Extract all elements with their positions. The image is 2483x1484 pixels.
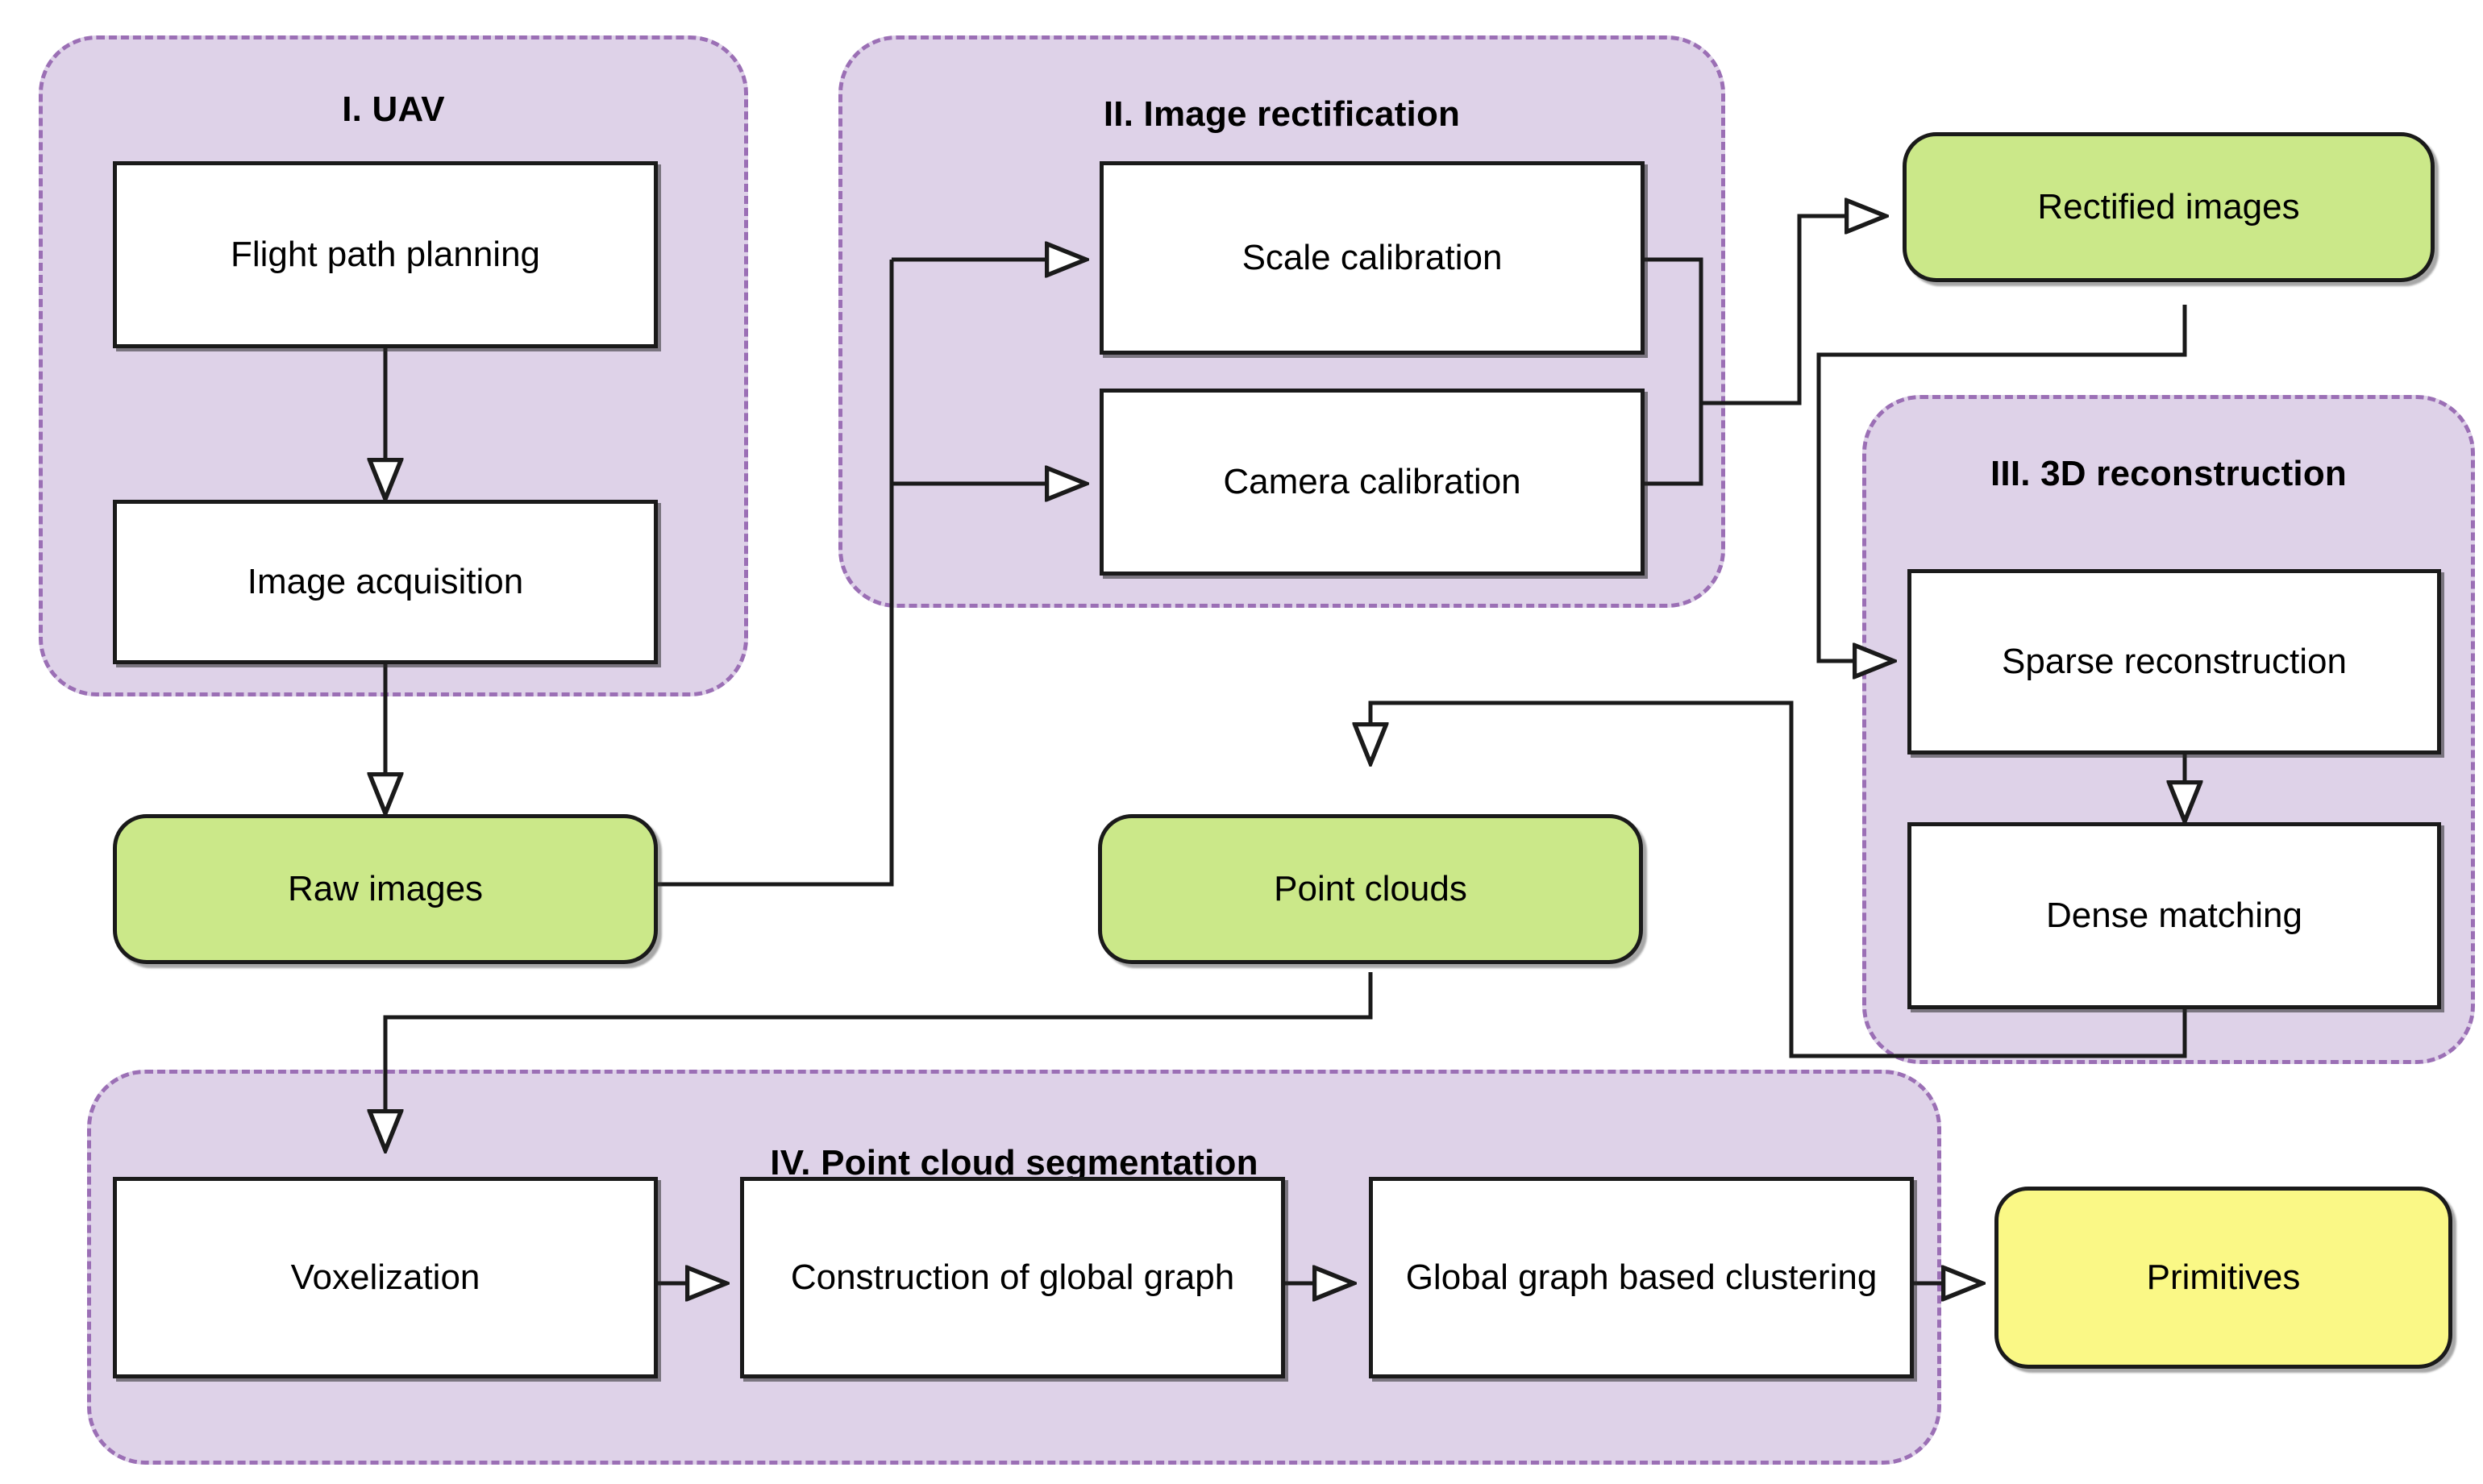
process-box-scale-calibration[interactable]: Scale calibration	[1100, 161, 1645, 355]
process-box-dense-matching[interactable]: Dense matching	[1907, 822, 2441, 1009]
process-box-voxelization[interactable]: Voxelization	[113, 1177, 658, 1378]
data-node-primitives[interactable]: Primitives	[1994, 1187, 2452, 1369]
data-node-raw-images[interactable]: Raw images	[113, 814, 658, 964]
panel-uav-title: I. UAV	[342, 89, 445, 129]
process-box-camera-calibration[interactable]: Camera calibration	[1100, 389, 1645, 576]
data-node-point-clouds[interactable]: Point clouds	[1098, 814, 1643, 964]
process-box-construction-global-graph[interactable]: Construction of global graph	[740, 1177, 1285, 1378]
process-box-image-acquisition[interactable]: Image acquisition	[113, 500, 658, 664]
process-box-flight-path-planning[interactable]: Flight path planning	[113, 161, 658, 348]
panel-3d-reconstruction-title: III. 3D reconstruction	[1990, 454, 2348, 493]
process-box-global-graph-clustering[interactable]: Global graph based clustering	[1369, 1177, 1914, 1378]
data-node-rectified-images[interactable]: Rectified images	[1903, 132, 2435, 282]
process-box-sparse-reconstruction[interactable]: Sparse reconstruction	[1907, 569, 2441, 754]
panel-image-rectification-title: II. Image rectification	[1103, 94, 1461, 134]
